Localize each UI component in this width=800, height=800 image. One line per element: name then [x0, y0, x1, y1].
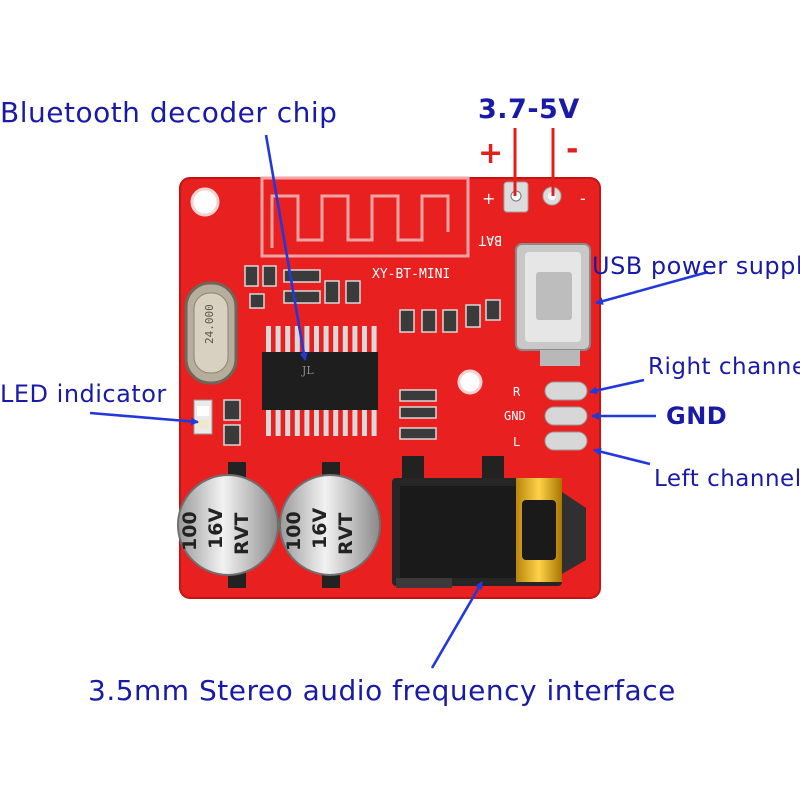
- chip-pin: [275, 326, 281, 354]
- chip-pin: [266, 408, 271, 436]
- crystal-marking: 24.000: [203, 304, 216, 344]
- label-audio-interface: 3.5mm Stereo audio frequency interface: [88, 674, 676, 707]
- chip-pin: [294, 408, 300, 436]
- left-channel-arrow: [593, 447, 651, 466]
- chip-pin: [323, 408, 329, 436]
- chip-pin: [275, 408, 281, 436]
- chip-pin: [362, 326, 367, 354]
- audio-jack-3-5mm: [392, 456, 586, 588]
- usb-arrow: [595, 270, 709, 305]
- crystal-oscillator: [184, 281, 238, 385]
- annotation-arrows: [89, 134, 709, 669]
- chip-pin: [371, 408, 377, 436]
- label-gnd: GND: [666, 402, 728, 430]
- silk-bat: BAT: [478, 232, 502, 247]
- chip-pin: [333, 408, 339, 436]
- chip-arrow: [264, 134, 308, 361]
- capacitor-2-text-b: 16V: [309, 508, 331, 549]
- capacitor-2-text-a: 100: [283, 511, 305, 551]
- capacitor-2-text-c: RVT: [335, 513, 357, 555]
- silk-bat-minus: -: [580, 189, 586, 208]
- capacitor-1: 100 16V RVT: [177, 462, 279, 588]
- chip-pin: [304, 326, 310, 354]
- silk-bat-plus: +: [482, 189, 495, 208]
- capacitor-1-text-c: RVT: [231, 513, 253, 555]
- silk-l: L: [513, 435, 520, 449]
- label-right-channel: Right channel: [648, 354, 800, 380]
- chip-pin: [304, 408, 310, 436]
- chip-pin: [285, 408, 291, 436]
- mounting-hole: [457, 369, 483, 395]
- silk-model: XY-BT-MINI: [372, 267, 450, 282]
- led-arrow: [89, 411, 199, 426]
- capacitor-2: 100 16V RVT: [279, 462, 381, 588]
- chip-pin: [314, 408, 319, 436]
- chip-pin: [333, 326, 339, 354]
- chip-pin: [342, 326, 348, 354]
- chip-pin: [285, 326, 291, 354]
- chip-pin: [371, 326, 377, 354]
- silk-gnd: GND: [504, 409, 526, 423]
- label-bluetooth-decoder-chip: Bluetooth decoder chip: [0, 96, 338, 129]
- chip-marking: JL: [301, 364, 314, 377]
- antenna-trace: [260, 176, 470, 258]
- label-minus: -: [566, 132, 579, 167]
- label-left-channel: Left channel: [654, 466, 800, 492]
- mounting-hole: [190, 187, 220, 217]
- capacitor-1-text-b: 16V: [205, 508, 227, 549]
- chip-pin: [323, 326, 329, 354]
- label-usb-power-supply: USB power supply: [592, 252, 800, 280]
- capacitor-1-text-a: 100: [179, 511, 201, 551]
- decoder-chip-package: JL: [262, 326, 378, 436]
- label-led-indicator: LED indicator: [0, 380, 167, 408]
- smd-components: [223, 265, 501, 446]
- chip-pin: [266, 326, 271, 354]
- chip-pin: [362, 408, 367, 436]
- audio-output-pads: [544, 381, 588, 451]
- label-plus: +: [478, 136, 504, 171]
- label-voltage: 3.7-5V: [478, 94, 580, 125]
- jack-arrow: [430, 581, 484, 669]
- chip-pin: [352, 326, 358, 354]
- led-indicator-component: [193, 399, 213, 435]
- chip-pin: [352, 408, 358, 436]
- chip-pin: [294, 326, 300, 354]
- right-channel-arrow: [589, 378, 645, 395]
- silk-r: R: [513, 385, 521, 399]
- micro-usb-connector: [515, 243, 591, 366]
- chip-pin: [314, 326, 319, 354]
- chip-pin: [342, 408, 348, 436]
